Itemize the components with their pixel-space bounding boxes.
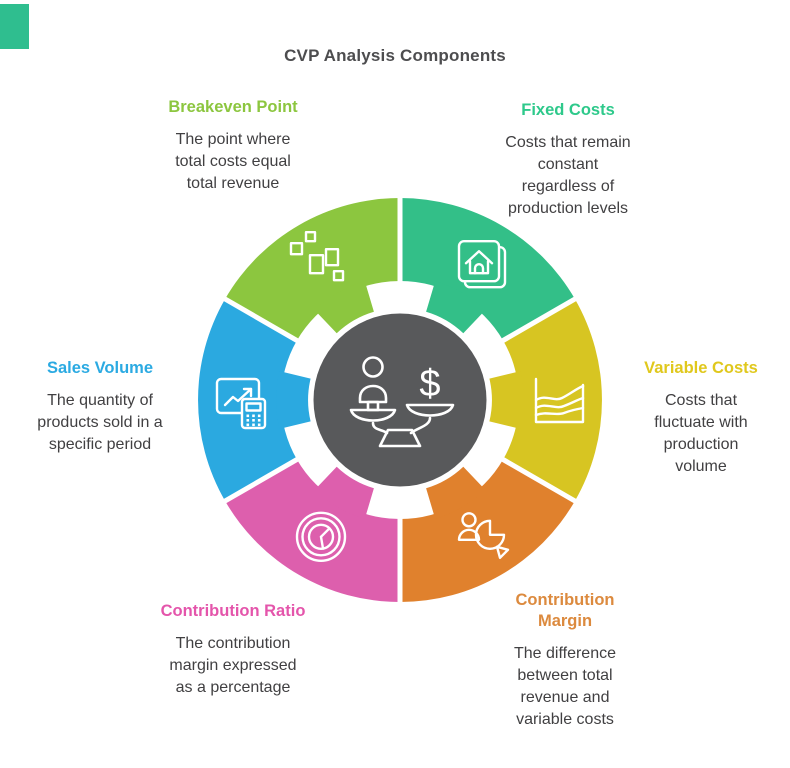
section-label-breakeven-point: Breakeven Point The point where total co… (133, 97, 333, 195)
description-line: The difference (514, 645, 616, 662)
blocks-icon (289, 230, 345, 282)
section-label-fixed-costs: Fixed Costs Costs that remain constant r… (468, 100, 668, 220)
description-line: regardless of (521, 178, 615, 195)
dollar-symbol: $ (419, 363, 440, 405)
section-label-sales-volume: Sales Volume The quantity of products so… (0, 358, 200, 456)
section-title: Sales Volume (46, 359, 154, 377)
description-line: products sold in a (37, 414, 163, 431)
center-circle (313, 313, 487, 487)
description-line: specific period (48, 436, 152, 453)
section-label-contribution-ratio: Contribution Ratio The contribution marg… (133, 601, 333, 699)
section-title: Fixed Costs (521, 101, 615, 119)
segment-breakeven-point (225, 198, 400, 341)
tab-variable-costs (489, 371, 524, 429)
section-label-contribution-margin: Contribution Margin The difference betwe… (490, 590, 640, 731)
section-description: Costs that fluctuate with production vol… (601, 390, 790, 478)
section-description: The contribution margin expressed as a p… (133, 633, 333, 699)
section-title: Contribution Ratio (160, 602, 306, 620)
section-description: The point where total costs equal total … (133, 129, 333, 195)
description-line: The point where (175, 131, 291, 148)
section-description: The difference between total revenue and… (490, 643, 640, 731)
tab-breakeven-point (314, 281, 374, 334)
description-line: total revenue (186, 175, 280, 192)
segment-dividers (220, 194, 580, 606)
page-title: CVP Analysis Components (284, 46, 506, 65)
description-line: volume (675, 458, 727, 475)
segment-contribution-ratio (225, 459, 400, 602)
corner-accent (0, 4, 29, 49)
segment-variable-costs (503, 299, 602, 501)
description-line: total costs equal (175, 153, 291, 170)
tab-fixed-costs (426, 281, 486, 334)
description-line: margin expressed (169, 657, 297, 674)
section-title: Breakeven Point (168, 98, 298, 116)
area-chart-icon (534, 377, 585, 424)
home-stack-icon (457, 239, 507, 289)
description-line: as a percentage (175, 679, 291, 696)
description-line: variable costs (516, 711, 614, 728)
description-line: Costs that remain (505, 134, 631, 151)
description-line: revenue and (520, 689, 610, 706)
description-line: between total (517, 667, 613, 684)
description-line: Costs that (664, 392, 738, 409)
person-pie-icon (457, 512, 510, 560)
tab-contribution-ratio (314, 466, 374, 519)
cvp-wheel-diagram: $ (198, 194, 602, 606)
section-description: Costs that remain constant regardless of… (468, 132, 668, 220)
tab-sales-volume (276, 371, 311, 429)
chart-calculator-icon (215, 377, 267, 430)
section-label-variable-costs: Variable Costs Costs that fluctuate with… (601, 358, 790, 478)
description-line: fluctuate with (654, 414, 748, 431)
pie-chart-icon (295, 511, 347, 563)
balance-scale-icon: $ (349, 356, 455, 448)
section-title: Variable Costs (644, 359, 758, 377)
description-line: The contribution (175, 635, 291, 652)
description-line: production levels (507, 200, 629, 217)
section-description: The quantity of products sold in a speci… (0, 390, 200, 456)
tab-contribution-margin (426, 466, 486, 519)
description-line: constant (537, 156, 599, 173)
description-line: production (663, 436, 739, 453)
segment-contribution-margin (400, 459, 575, 602)
description-line: The quantity of (47, 392, 153, 409)
section-title: Contribution Margin (515, 591, 615, 630)
